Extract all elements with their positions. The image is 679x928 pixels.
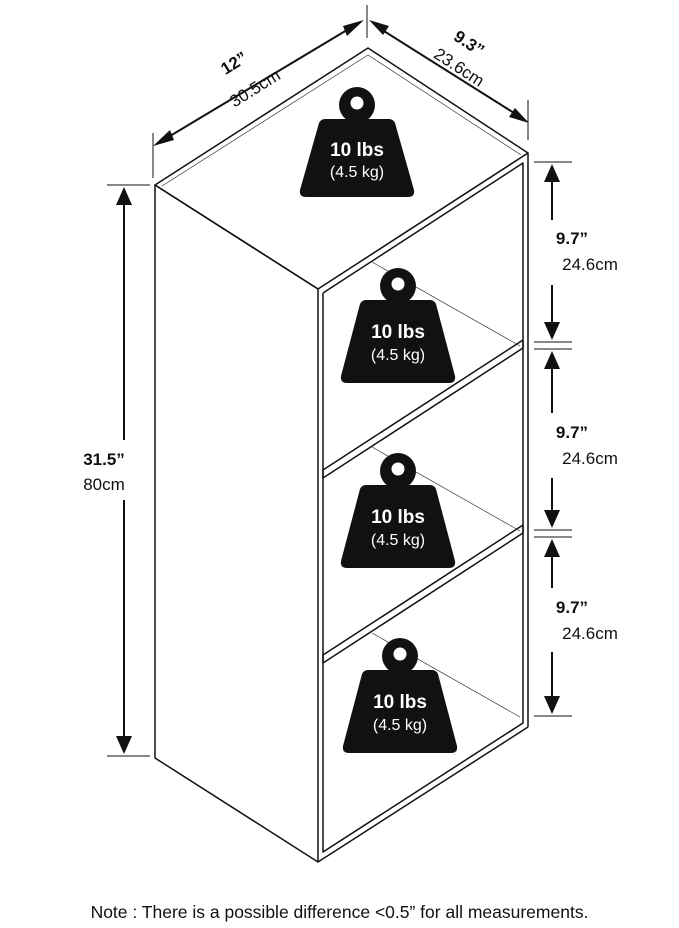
shelf-2: [322, 524, 524, 664]
weight-icon: [340, 453, 456, 568]
shelf-3-height-dimension: 9.7” 24.6cm: [544, 539, 618, 714]
shelf-2-metric-label: 24.6cm: [562, 449, 618, 468]
weight-capacity-icon-shelf-2: 10 lbs (4.5 kg): [340, 453, 456, 568]
measurement-note: Note : There is a possible difference <0…: [90, 902, 589, 922]
shelf-2-imperial-label: 9.7”: [556, 423, 588, 442]
shelf-1-height-dimension: 9.7” 24.6cm: [544, 164, 618, 340]
shelf-1-imperial-label: 9.7”: [556, 229, 588, 248]
weight-lbs-label: 10 lbs: [373, 692, 427, 713]
weight-capacity-icon-top: 10 lbs (4.5 kg): [299, 87, 415, 197]
weight-kg-label: (4.5 kg): [373, 717, 427, 734]
shelf-1: [322, 339, 524, 479]
height-imperial-label: 31.5”: [83, 450, 125, 469]
shelf-2-height-dimension: 9.7” 24.6cm: [544, 351, 618, 528]
height-dimension: 31.5” 80cm: [83, 184, 150, 757]
shelf-3-metric-label: 24.6cm: [562, 624, 618, 643]
weight-capacity-icon-shelf-1: 10 lbs (4.5 kg): [340, 268, 456, 383]
weight-capacity-icon-shelf-3: 10 lbs (4.5 kg): [342, 638, 458, 753]
shelf-1-metric-label: 24.6cm: [562, 255, 618, 274]
weight-lbs-label: 10 lbs: [330, 140, 384, 161]
weight-lbs-label: 10 lbs: [371, 322, 425, 343]
shelf-3-imperial-label: 9.7”: [556, 598, 588, 617]
weight-lbs-label: 10 lbs: [371, 507, 425, 528]
height-metric-label: 80cm: [83, 475, 125, 494]
shelf-height-dimensions: 9.7” 24.6cm 9.7” 24.6cm 9.7” 24.6cm: [534, 161, 618, 717]
width-imperial-label: 12”: [217, 48, 250, 79]
weight-kg-label: (4.5 kg): [371, 532, 425, 549]
weight-kg-label: (4.5 kg): [371, 347, 425, 364]
left-side-face: [154, 184, 319, 863]
depth-dimension: 9.3” 23.6cm: [369, 20, 529, 140]
weight-icon: [342, 638, 458, 753]
weight-icon: [340, 268, 456, 383]
weight-icon: [299, 87, 415, 197]
weight-kg-label: (4.5 kg): [330, 164, 384, 181]
